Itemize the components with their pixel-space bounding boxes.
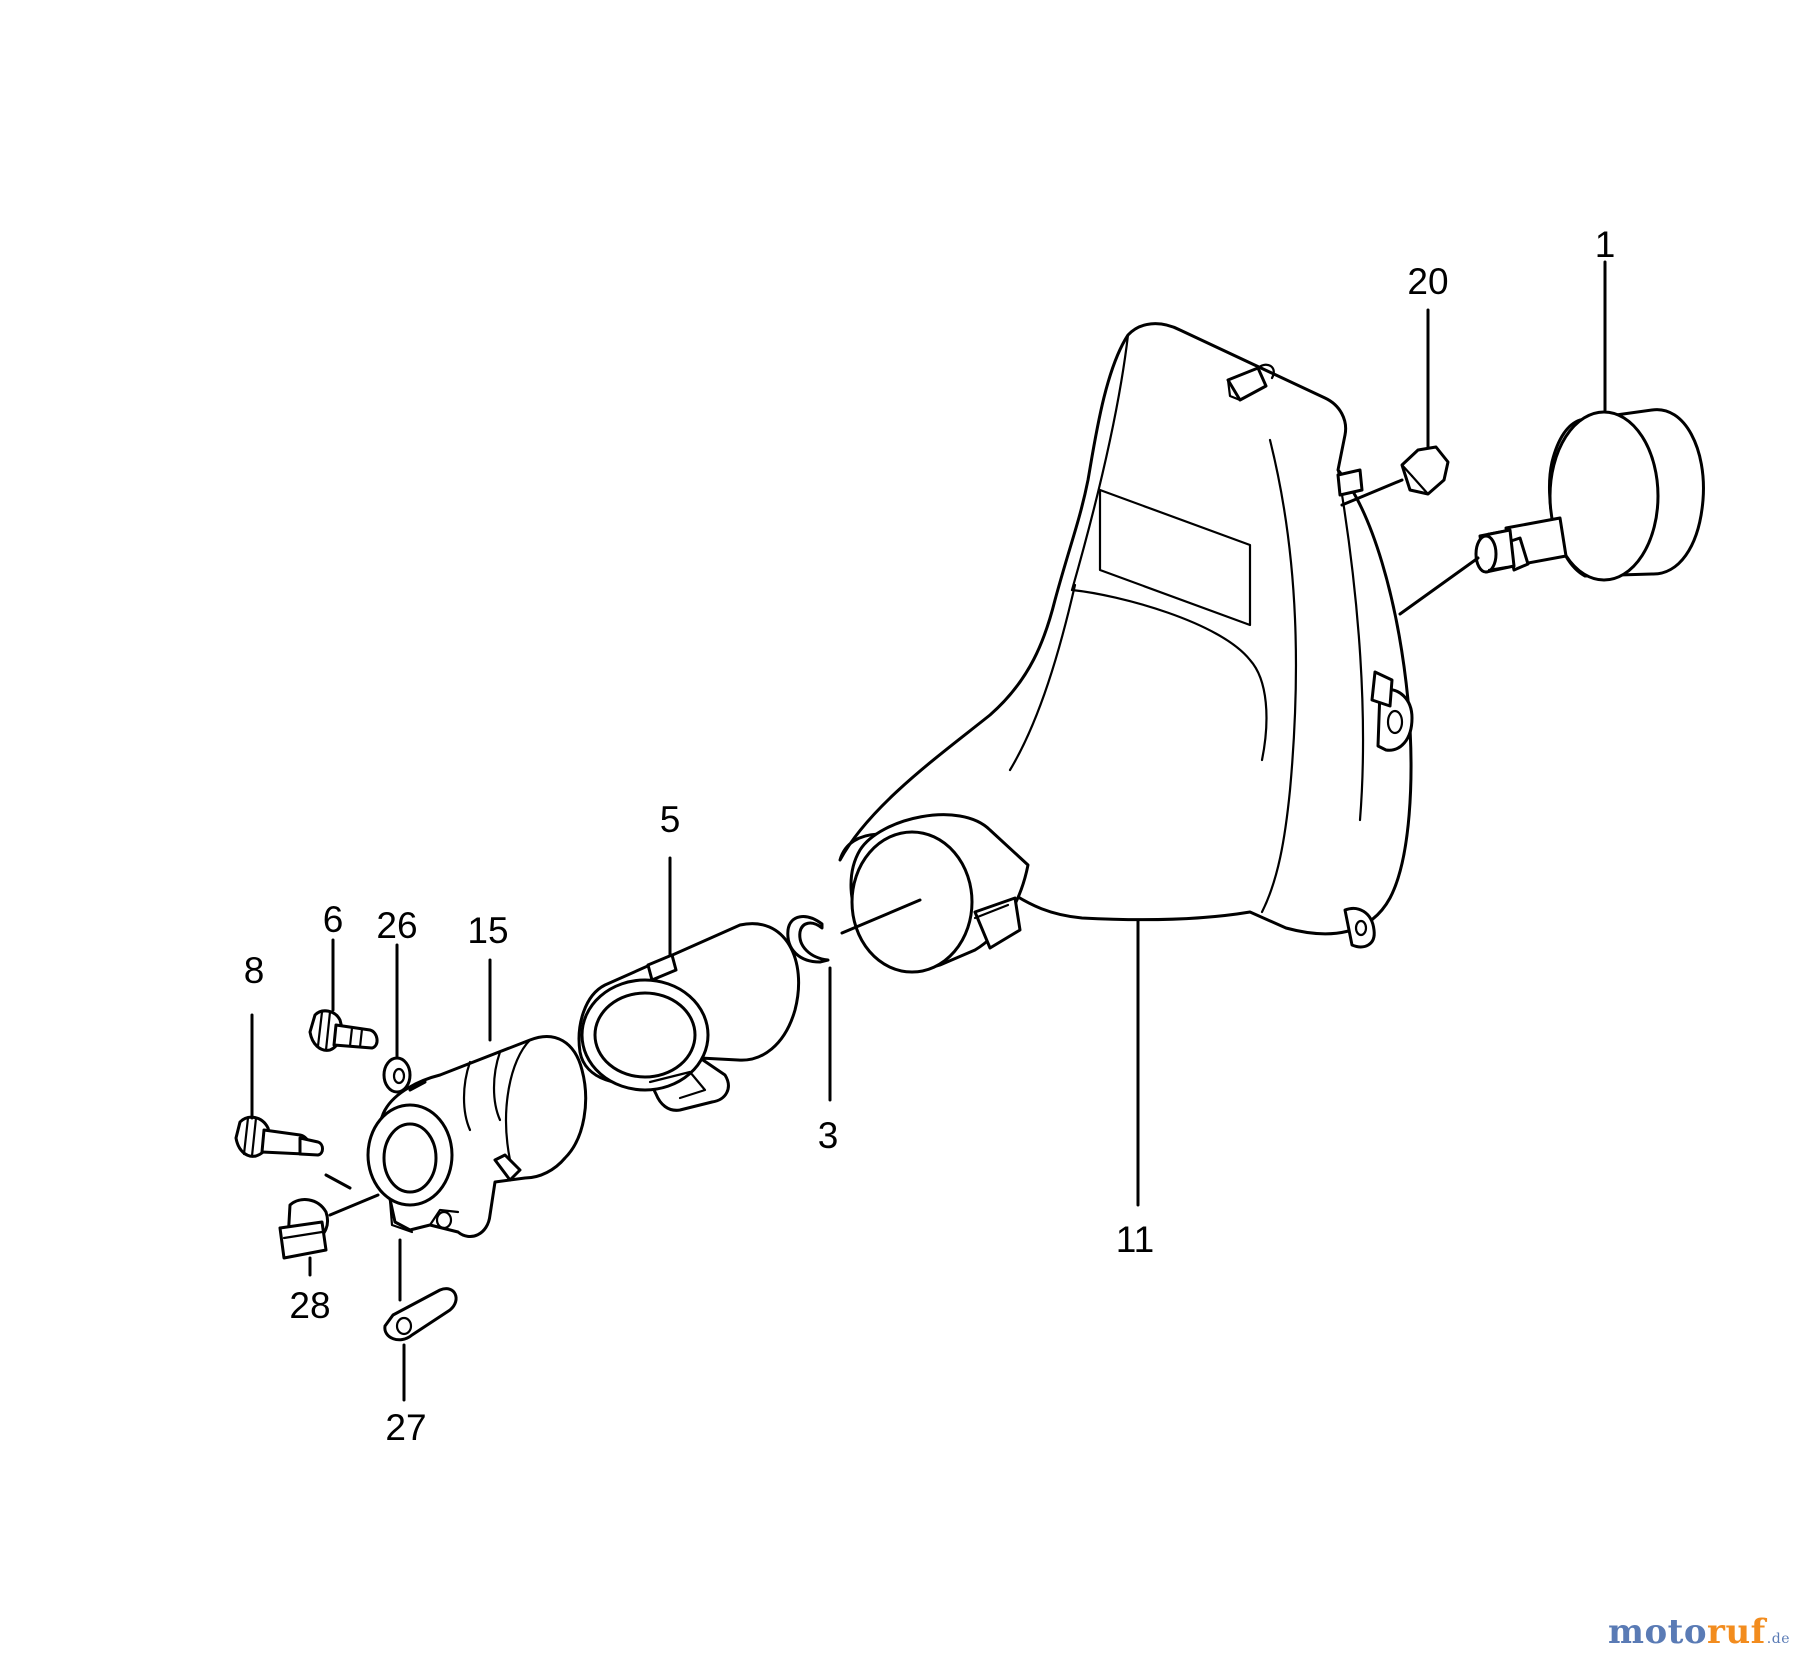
leader-lines <box>250 260 1607 1402</box>
part-1-clutch-drum <box>1474 408 1705 582</box>
watermark-suffix: .de <box>1766 1631 1790 1647</box>
part-27-plate <box>383 1287 458 1342</box>
part-3-retaining-clip <box>786 915 830 964</box>
part-28-bracket <box>278 1198 329 1260</box>
callout-15: 15 <box>467 910 508 951</box>
part-8-screw <box>234 1115 324 1158</box>
part-5-clamp-sleeve <box>577 922 800 1112</box>
callout-11: 11 <box>1116 1219 1154 1260</box>
callout-20: 20 <box>1407 261 1448 302</box>
part-26-washer <box>382 1056 412 1094</box>
callout-1: 1 <box>1595 224 1616 265</box>
part-11-gear-case <box>838 322 1414 974</box>
callout-28: 28 <box>289 1285 330 1326</box>
part-15-shaft-holder <box>366 1035 588 1238</box>
callout-8: 8 <box>244 950 265 991</box>
callout-6: 6 <box>323 899 344 940</box>
part-20-nut <box>1400 445 1450 496</box>
watermark-prefix: moto <box>1607 1612 1708 1652</box>
callout-3: 3 <box>818 1115 839 1156</box>
watermark-logo: motoruf.de <box>1608 1612 1790 1652</box>
part-6-bolt <box>308 1009 379 1052</box>
callout-labels: 1 20 11 5 3 6 26 15 8 28 27 <box>244 224 1616 1448</box>
callout-5: 5 <box>660 799 681 840</box>
callout-26: 26 <box>376 905 417 946</box>
watermark-middle: ruf <box>1707 1612 1766 1652</box>
callout-27: 27 <box>385 1407 426 1448</box>
